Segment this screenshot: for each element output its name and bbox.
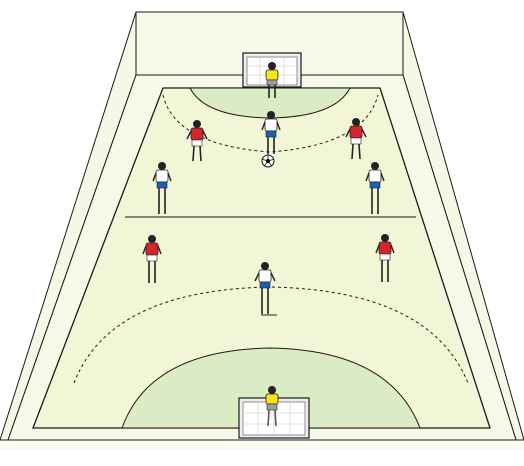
bottom-dashed-arc [73,286,469,384]
player-white-left-mid [152,162,172,214]
top-dashed-arc [162,94,379,153]
player-white-right-mid [365,162,385,214]
player-red-top-right [345,118,367,160]
player-goalkeeper-top [265,62,279,98]
bottom-goal [238,397,310,439]
player-red-left-low [142,235,162,283]
player-red-right-low [375,234,395,282]
hall-floor [0,440,524,450]
player-white-center-low [254,262,277,316]
player-red-top-left [186,120,208,162]
player-goalkeeper-bottom [265,386,279,427]
player-white-top-center [261,111,281,154]
soccer-ball-icon [261,154,275,168]
